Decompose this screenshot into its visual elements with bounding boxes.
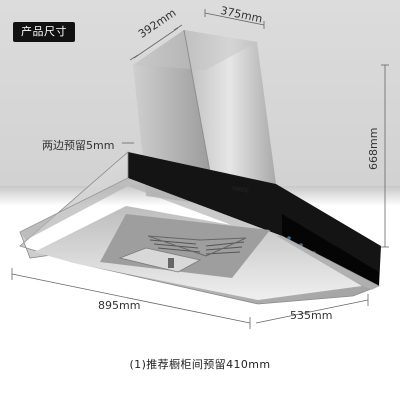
chimney [133, 29, 276, 184]
width-label: 895mm [98, 299, 141, 312]
height-label: 668mm [367, 127, 380, 170]
filter-grille [147, 235, 247, 257]
caption: (1)推荐橱柜间预留410mm [129, 358, 271, 371]
brand-logo: GREE [232, 186, 250, 195]
side-gap-label: 两边预留5mm [42, 139, 115, 152]
dimension-lines [11, 9, 389, 329]
depth-label: 535mm [290, 309, 333, 322]
hood-body [128, 152, 381, 286]
lamp-module [118, 247, 202, 273]
product-size-badge: 产品尺寸 [13, 22, 75, 42]
